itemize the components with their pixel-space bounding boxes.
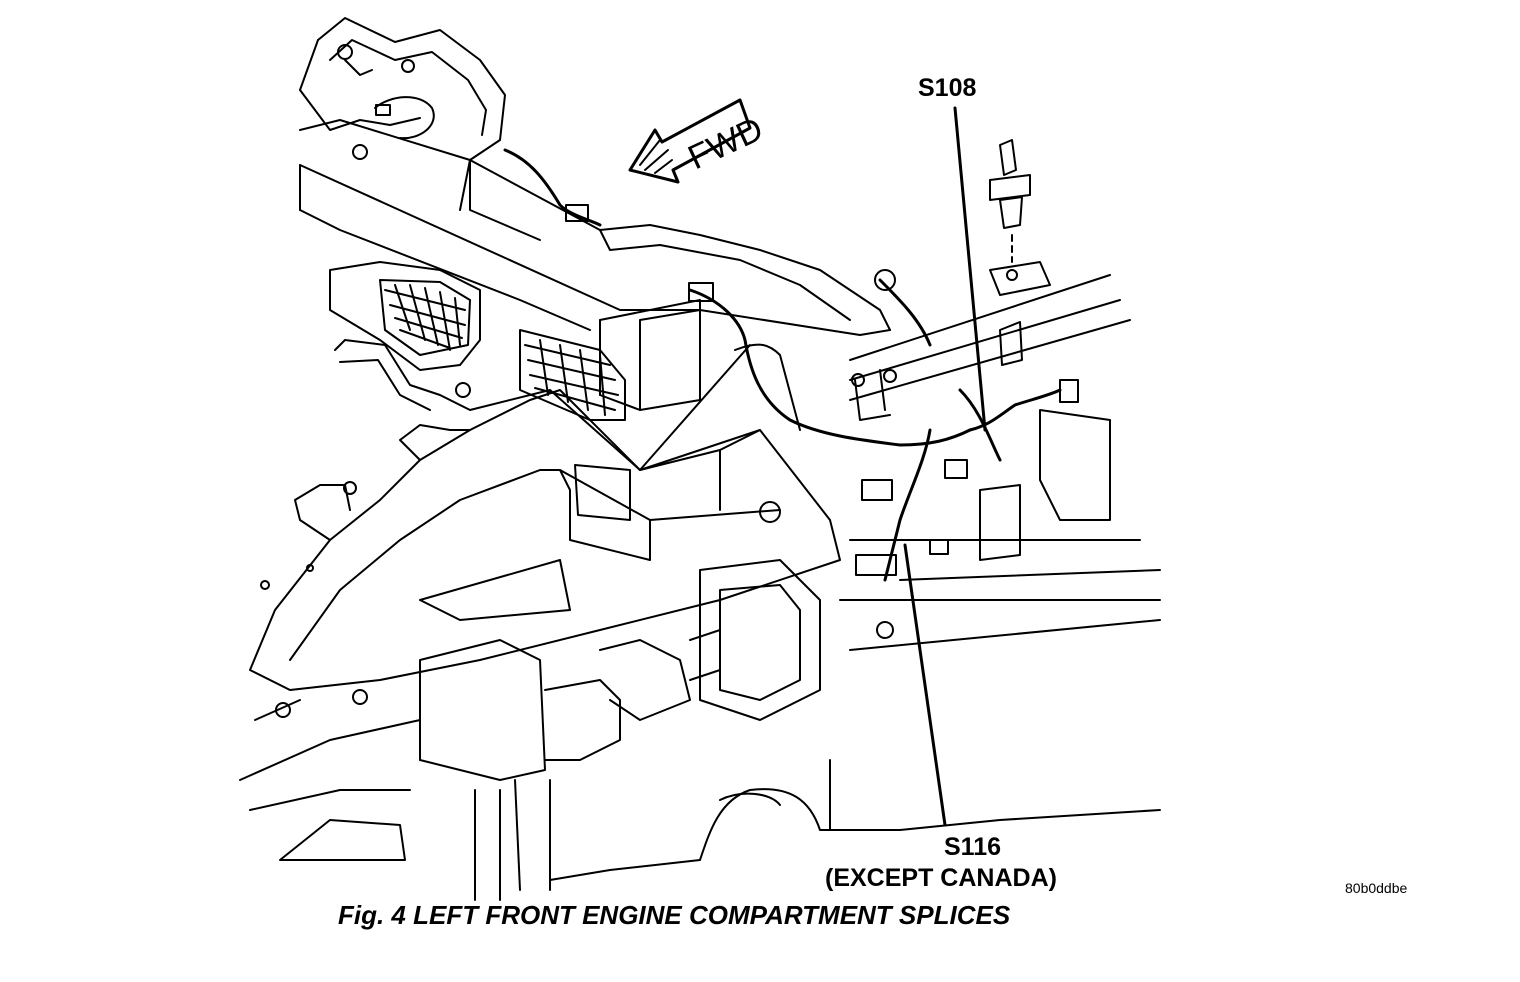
s108-label: S108	[918, 74, 977, 102]
lower-frame-rails	[239, 559, 821, 901]
s116-leader-line	[903, 543, 947, 827]
apron-lower-panel	[549, 759, 1161, 881]
fwd-label: FWD	[682, 110, 768, 177]
cowl-bracket	[299, 17, 506, 211]
s108-leader-line	[953, 106, 987, 432]
bolt-fastener	[989, 139, 1031, 281]
image-code: 80b0ddbe	[1345, 880, 1408, 896]
s116-label: S116	[944, 833, 1002, 861]
forward-direction-arrow: FWD	[628, 98, 769, 184]
harness-connectors	[565, 204, 1079, 576]
electrical-module-box	[599, 299, 701, 411]
fender-support-bracket	[249, 382, 841, 691]
right-frame-rails	[839, 261, 1161, 651]
strut-arch-frame	[334, 339, 801, 471]
leader-lines	[903, 106, 987, 827]
s116-note-label: (EXCEPT CANADA)	[825, 864, 1057, 892]
air-inlet-grills	[329, 261, 626, 421]
figure-caption: Fig. 4 LEFT FRONT ENGINE COMPARTMENT SPL…	[338, 900, 1011, 930]
cowl-top-panel	[299, 119, 891, 336]
